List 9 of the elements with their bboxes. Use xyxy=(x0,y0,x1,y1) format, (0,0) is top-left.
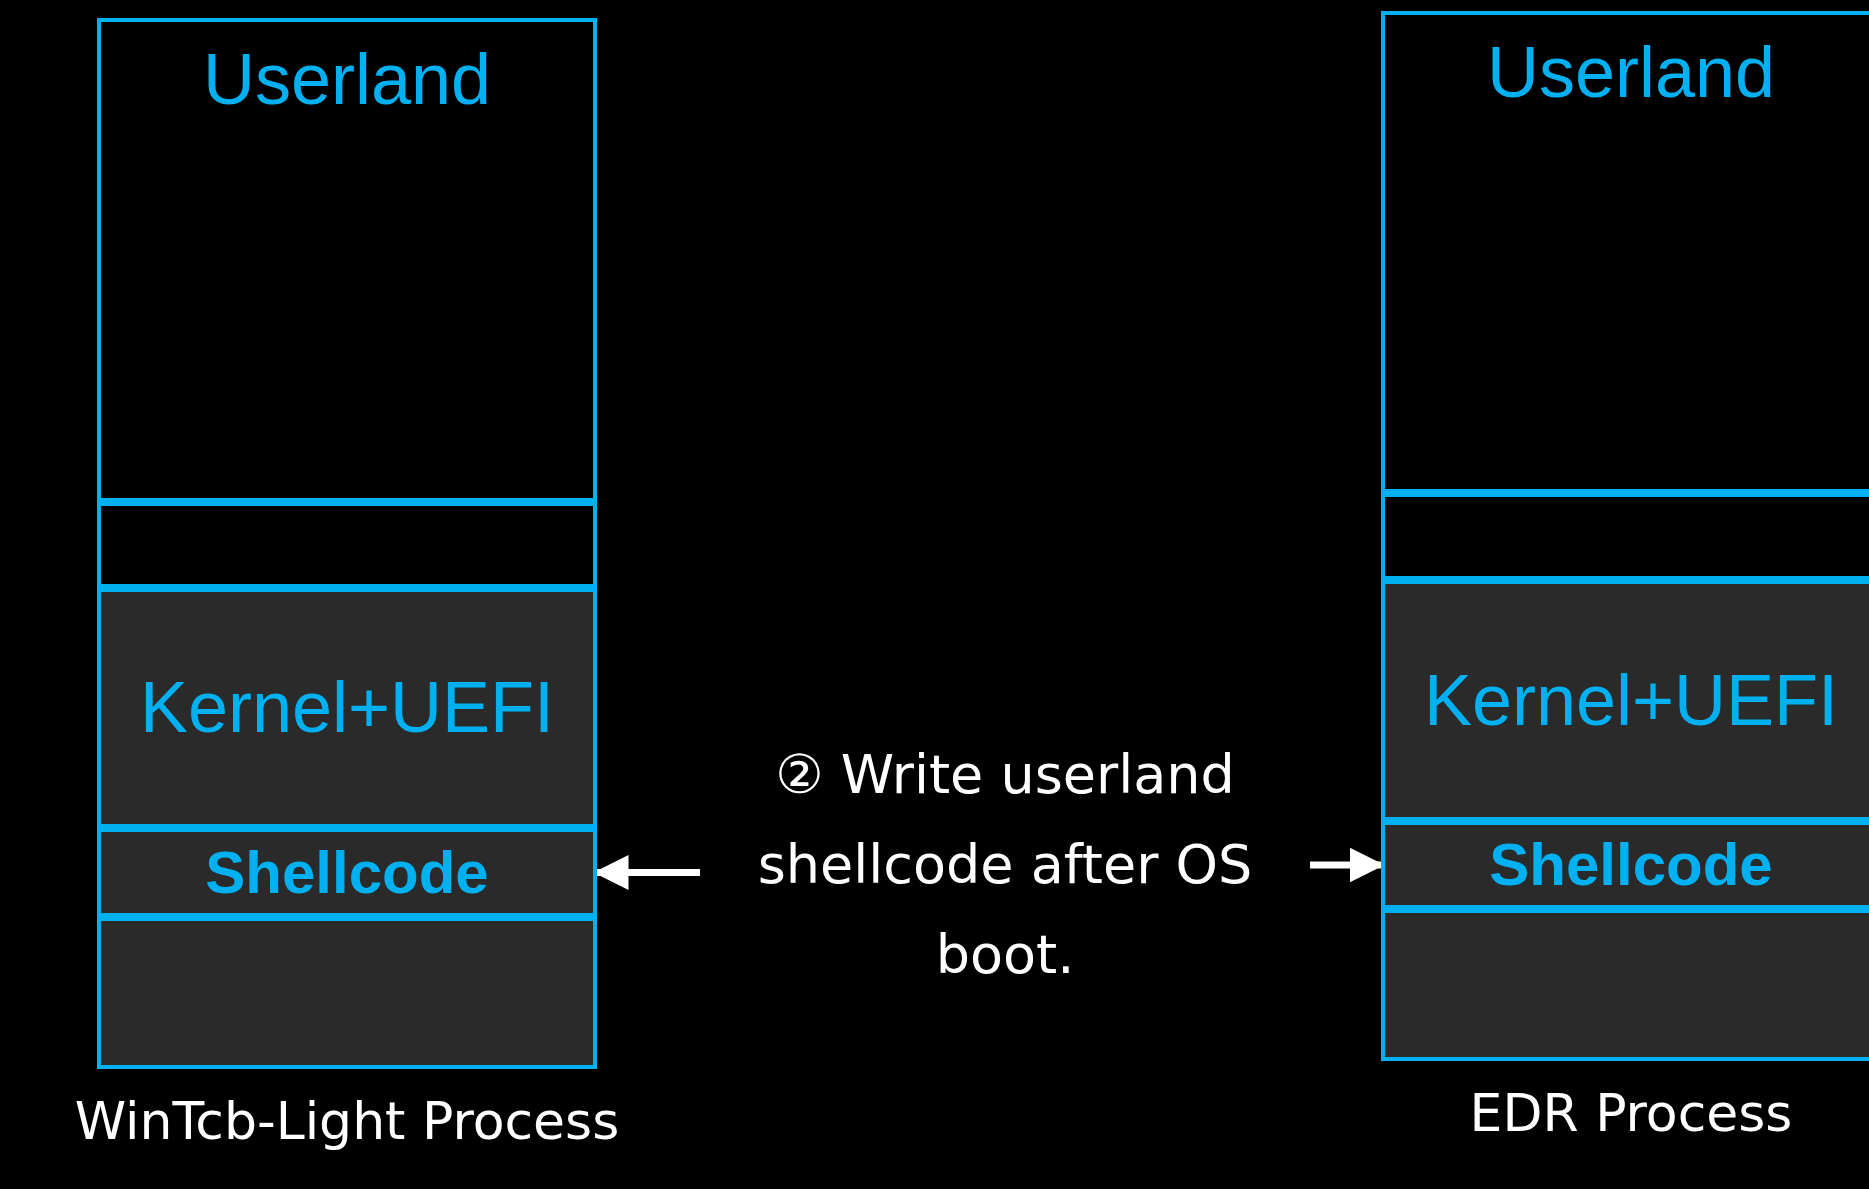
region-label: Userland xyxy=(202,40,492,120)
process-label: EDR Process xyxy=(1468,1083,1794,1143)
annotation-text: ② Write userland shellcode after OS boot. xyxy=(756,742,1254,988)
region-label: Kernel+UEFI xyxy=(1423,660,1839,741)
region-label: Shellcode xyxy=(1489,832,1773,898)
region-label: Shellcode xyxy=(205,839,489,906)
region-label: Kernel+UEFI xyxy=(139,668,555,748)
region-label: Userland xyxy=(1486,33,1776,113)
process-label: WinTcb-Light Process xyxy=(73,1091,621,1151)
